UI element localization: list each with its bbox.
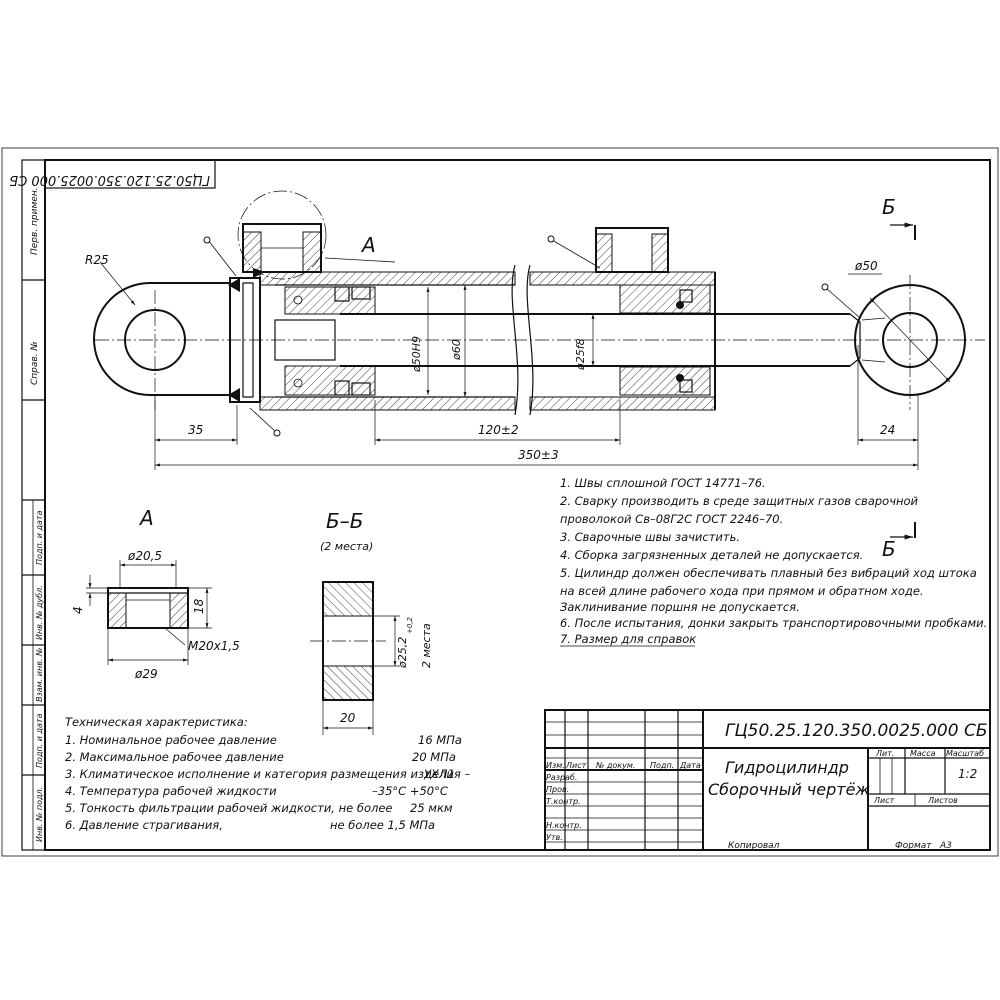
side-strip-label: Подп. и дата: [35, 713, 44, 768]
technical-specs: Техническая характеристика: 1. Номинальн…: [65, 715, 470, 832]
tb-role: Разраб.: [546, 773, 577, 782]
detail-B-d25-2: ø25,2: [396, 637, 409, 669]
tb-header: Дата: [679, 761, 701, 770]
side-strip-label: Взам. инв. №: [35, 648, 44, 702]
section-label-B-top: Б: [882, 195, 896, 219]
spec-label: 3. Климатическое исполнение и категория …: [65, 767, 470, 781]
tb-scale-value: 1:2: [958, 767, 977, 781]
leader-lines: [203, 235, 861, 437]
technical-notes: 1. Швы сплошной ГОСТ 14771–76. 2. Сварку…: [560, 476, 987, 647]
side-strip: Перв. примен. Справ. № Подп. и дата Инв.…: [21, 159, 46, 851]
dim-d25f8: ø25f8: [574, 338, 587, 371]
tb-header: Изм.: [546, 761, 565, 770]
dim-d50h9: ø50H9: [410, 336, 423, 373]
drawing-code: ГЦ50.25.120.350.0025.000 СБ: [725, 721, 988, 741]
spec-value: 25 мкм: [410, 801, 453, 815]
spec-value: –35°С +50°С: [372, 784, 448, 798]
dim-350: 350±3: [518, 448, 559, 462]
copied-label: Копировал: [728, 841, 780, 851]
tb-role: Утв.: [546, 833, 563, 842]
note-line: 3. Сварочные швы зачистить.: [560, 530, 740, 544]
detail-A-title: А: [138, 506, 154, 530]
drawing-title-1: Гидроцилиндр: [725, 758, 849, 777]
dim-120: 120±2: [478, 423, 519, 437]
rear-port: [242, 223, 322, 273]
detail-B: Б–Б (2 места) ø25,2 +0,2 2 места 20: [310, 509, 433, 735]
detail-B-title: Б–Б: [326, 509, 363, 533]
spec-value: не более 1,5 МПа: [330, 818, 435, 832]
dim-d50: ø50: [854, 259, 878, 273]
format-value: А3: [939, 841, 952, 851]
tb-header: Подп.: [650, 761, 674, 770]
note-line: 1. Швы сплошной ГОСТ 14771–76.: [560, 476, 766, 490]
spec-label: 6. Давление страгивания,: [65, 818, 223, 832]
specs-heading: Техническая характеристика:: [65, 715, 248, 729]
side-strip-label: Подп. и дата: [35, 510, 44, 565]
dim-24: 24: [880, 423, 895, 437]
note-line: 4. Сборка загрязненных деталей не допуск…: [560, 548, 863, 562]
side-strip-label: Инв. № дубл.: [35, 585, 44, 640]
note-line: 7. Размер для справок: [560, 632, 696, 646]
side-strip-label: Инв. № подл.: [35, 787, 44, 842]
dim-35: 35: [188, 423, 203, 437]
rotated-code-box: ГЦ50.25.120.350.0025.000 СБ: [9, 159, 216, 189]
note-line: проволокой Св–08Г2С ГОСТ 2246–70.: [560, 512, 783, 526]
detail-A-d29: ø29: [134, 667, 158, 681]
format-label: Формат: [895, 841, 932, 851]
detail-A: А ø20,5 4 18 M20x1,5 ø29: [71, 506, 240, 681]
side-strip-label: Перв. примен.: [30, 187, 40, 255]
spec-value: 20 МПа: [412, 750, 456, 764]
view-label-A: А: [360, 233, 376, 257]
note-line: на всей длине рабочего хода при прямом и…: [560, 584, 924, 598]
detail-B-subtitle: (2 места): [320, 540, 373, 553]
spec-label: 5. Тонкость фильтрации рабочей жидкости,…: [65, 801, 392, 815]
detail-A-d20-5: ø20,5: [127, 549, 162, 563]
title-block: ГЦ50.25.120.350.0025.000 СБ Гидроцилиндр…: [544, 709, 991, 851]
tb-header: Лист: [565, 761, 587, 770]
spec-value: 16 МПа: [418, 733, 462, 747]
detail-A-d18: 18: [192, 598, 206, 614]
note-line: 5. Цилиндр должен обеспечивать плавный б…: [560, 566, 977, 580]
main-assembly-view: А Б Б R25 ø50 ø50H9 ø60 ø25f8 35 120±2 2…: [85, 190, 985, 561]
tb-sheet: Лист: [873, 796, 895, 805]
spec-label: 2. Максимальное рабочее давление: [65, 750, 284, 764]
tb-role: Пров.: [546, 785, 569, 794]
detail-A-thread: M20x1,5: [188, 639, 240, 653]
section-label-B-bottom: Б: [882, 537, 896, 561]
spec-label: 4. Температура рабочей жидкости: [65, 784, 277, 798]
front-port: [595, 227, 669, 273]
detail-B-w20: 20: [340, 711, 356, 725]
detail-B-tol: +0,2: [406, 616, 414, 634]
note-line: 2. Сварку производить в среде защитных г…: [560, 494, 919, 508]
note-line: Заклинивание поршня не допускается.: [560, 600, 800, 614]
dim-d60: ø60: [450, 339, 463, 361]
tb-mass: Масса: [910, 749, 936, 758]
tb-lit: Лит.: [875, 749, 894, 758]
spec-label: 1. Номинальное рабочее давление: [65, 733, 277, 747]
rotated-drawing-code: ГЦ50.25.120.350.0025.000 СБ: [9, 172, 210, 187]
tb-role: Н.контр.: [546, 821, 582, 830]
drawing-title-2: Сборочный чертёж: [708, 780, 870, 799]
tb-header: № докум.: [595, 761, 635, 770]
tb-role: Т.контр.: [546, 797, 581, 806]
side-strip-label: Справ. №: [30, 341, 40, 385]
detail-B-places: 2 места: [420, 623, 433, 668]
spec-value: УХЛ1: [424, 767, 455, 781]
sheet-outer-border: [1, 147, 999, 857]
detail-A-d4: 4: [71, 606, 85, 614]
dim-r25: R25: [85, 253, 109, 267]
tb-scale-header: Масштаб: [946, 749, 984, 758]
tb-sheets: Листов: [927, 796, 958, 805]
note-line: 6. После испытания, донки закрыть трансп…: [560, 616, 987, 630]
